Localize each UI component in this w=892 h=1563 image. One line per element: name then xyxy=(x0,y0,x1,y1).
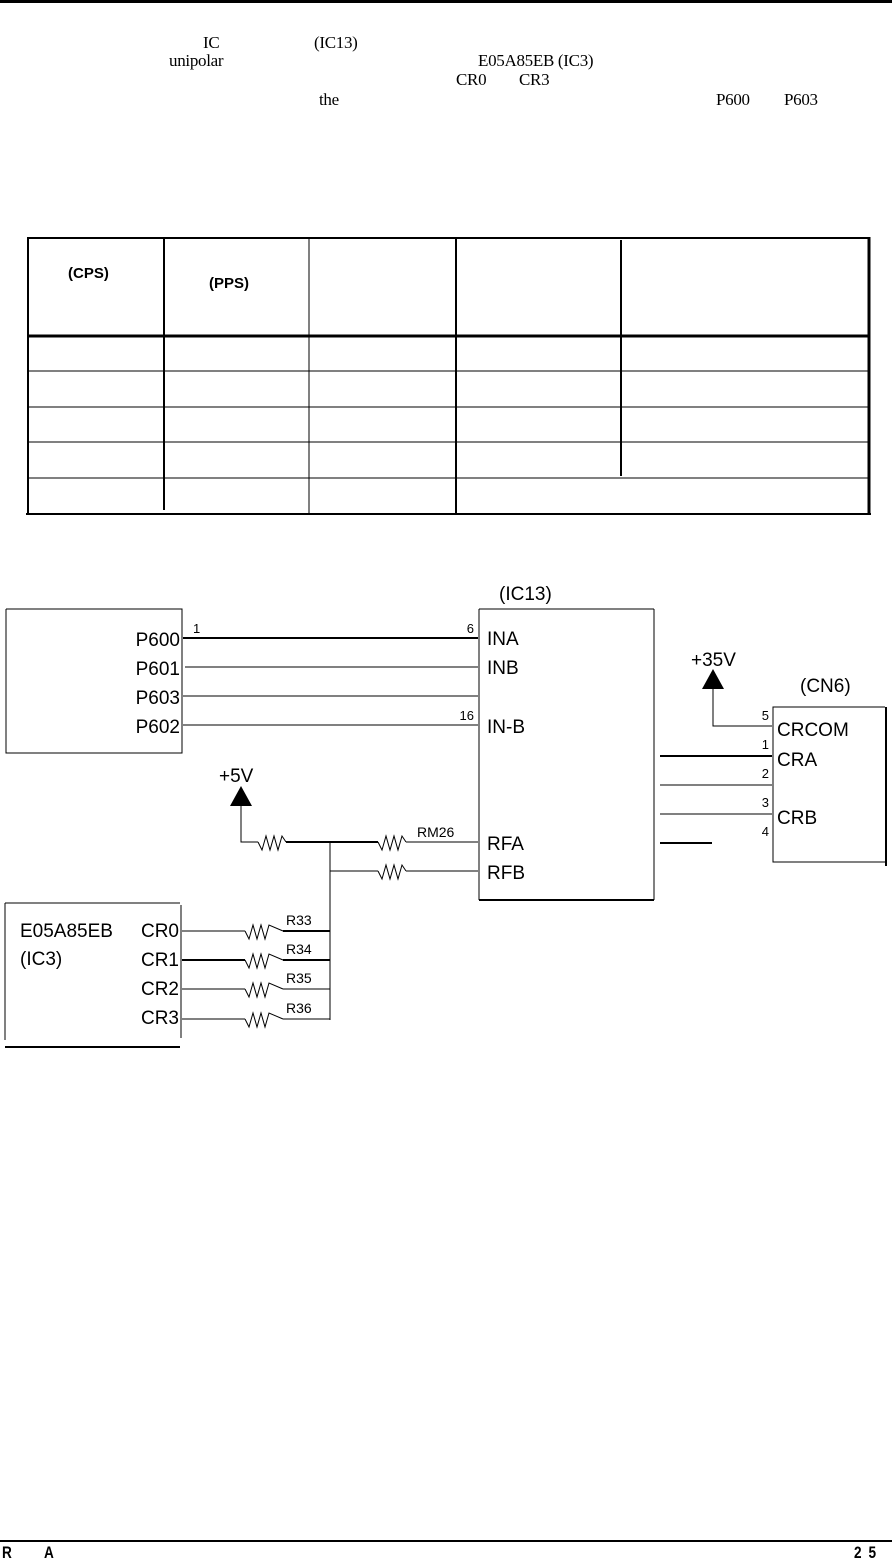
cn6-pin-2: 2 xyxy=(762,766,769,781)
pin-ina: INA xyxy=(487,629,519,650)
ic3-pin-cr0: CR0 xyxy=(141,921,179,942)
pin-number-1: 1 xyxy=(193,621,200,636)
supply-35v-label: +35V xyxy=(691,650,736,671)
text-p603: P603 xyxy=(784,90,818,109)
ic3-ref: (IC3) xyxy=(20,949,62,970)
pin-number-16: 16 xyxy=(460,708,474,723)
port-p601: P601 xyxy=(136,659,180,680)
r36-label: R36 xyxy=(286,1000,312,1016)
footer-page-number: 2 5 xyxy=(854,1543,878,1562)
cn6-pin-3: 3 xyxy=(762,795,769,810)
pin-in-b: IN-B xyxy=(487,717,525,738)
cn6-crb: CRB xyxy=(777,808,817,829)
motor-driver-schematic: (IC13) P600 P601 P603 P602 1 6 16 INA IN… xyxy=(4,584,887,1048)
ic3-pin-cr2: CR2 xyxy=(141,979,179,1000)
rm26-label: RM26 xyxy=(417,824,455,840)
footer-left-r: R xyxy=(2,1543,14,1562)
ic3-pin-cr3: CR3 xyxy=(141,1008,179,1029)
supply-5v-label: +5V xyxy=(219,766,254,787)
ic3-pin-cr1: CR1 xyxy=(141,950,179,971)
r33-label: R33 xyxy=(286,912,312,928)
wire-5v xyxy=(240,806,258,843)
cn6-crcom: CRCOM xyxy=(777,720,849,741)
cn6-pin-4: 4 xyxy=(762,824,769,839)
text-e05a85eb: E05A85EB (IC3) xyxy=(478,51,594,70)
pin-number-6: 6 xyxy=(467,621,474,636)
ic13-label: (IC13) xyxy=(499,584,552,605)
table-header-cps: (CPS) xyxy=(68,265,109,282)
cn6-label: (CN6) xyxy=(800,676,851,697)
pin-rfb: RFB xyxy=(487,863,525,884)
footer-rule xyxy=(0,1540,892,1542)
ic3-name: E05A85EB xyxy=(20,921,113,942)
resistor-r35-icon xyxy=(244,981,284,999)
footer-left-a: A xyxy=(44,1543,56,1562)
resistor-r36-icon xyxy=(244,1011,284,1029)
r34-label: R34 xyxy=(286,941,312,957)
resistor-r34-icon xyxy=(244,952,284,970)
pin-inb: INB xyxy=(487,658,519,679)
top-rule xyxy=(0,0,892,3)
port-p600: P600 xyxy=(136,630,180,651)
port-p603: P603 xyxy=(136,688,180,709)
cpu-block xyxy=(5,608,183,754)
cn6-block xyxy=(772,706,885,863)
supply-5v-arrow-icon xyxy=(230,786,252,806)
text-p600: P600 xyxy=(716,90,750,109)
resistor-rm26-b-icon xyxy=(377,863,407,881)
resistor-r33-icon xyxy=(244,923,284,941)
cn6-cra: CRA xyxy=(777,750,817,771)
table-header-pps: (PPS) xyxy=(209,275,250,292)
text-unipolar: unipolar xyxy=(169,51,224,70)
spec-table xyxy=(26,237,871,515)
supply-35v-arrow-icon xyxy=(702,669,724,689)
r35-label: R35 xyxy=(286,970,312,986)
cn6-pin-5: 5 xyxy=(762,708,769,723)
text-ic13: (IC13) xyxy=(314,33,358,52)
resistor-pullup-icon xyxy=(257,834,287,852)
cn6-pin-1: 1 xyxy=(762,737,769,752)
text-cr0: CR0 xyxy=(456,70,487,89)
pin-rfa: RFA xyxy=(487,834,524,855)
text-the: the xyxy=(319,90,339,109)
text-cr3: CR3 xyxy=(519,70,550,89)
wire-crcom xyxy=(712,689,772,727)
text-ic: IC xyxy=(203,33,220,52)
port-p602: P602 xyxy=(136,717,180,738)
resistor-rm26-a-icon xyxy=(377,834,407,852)
